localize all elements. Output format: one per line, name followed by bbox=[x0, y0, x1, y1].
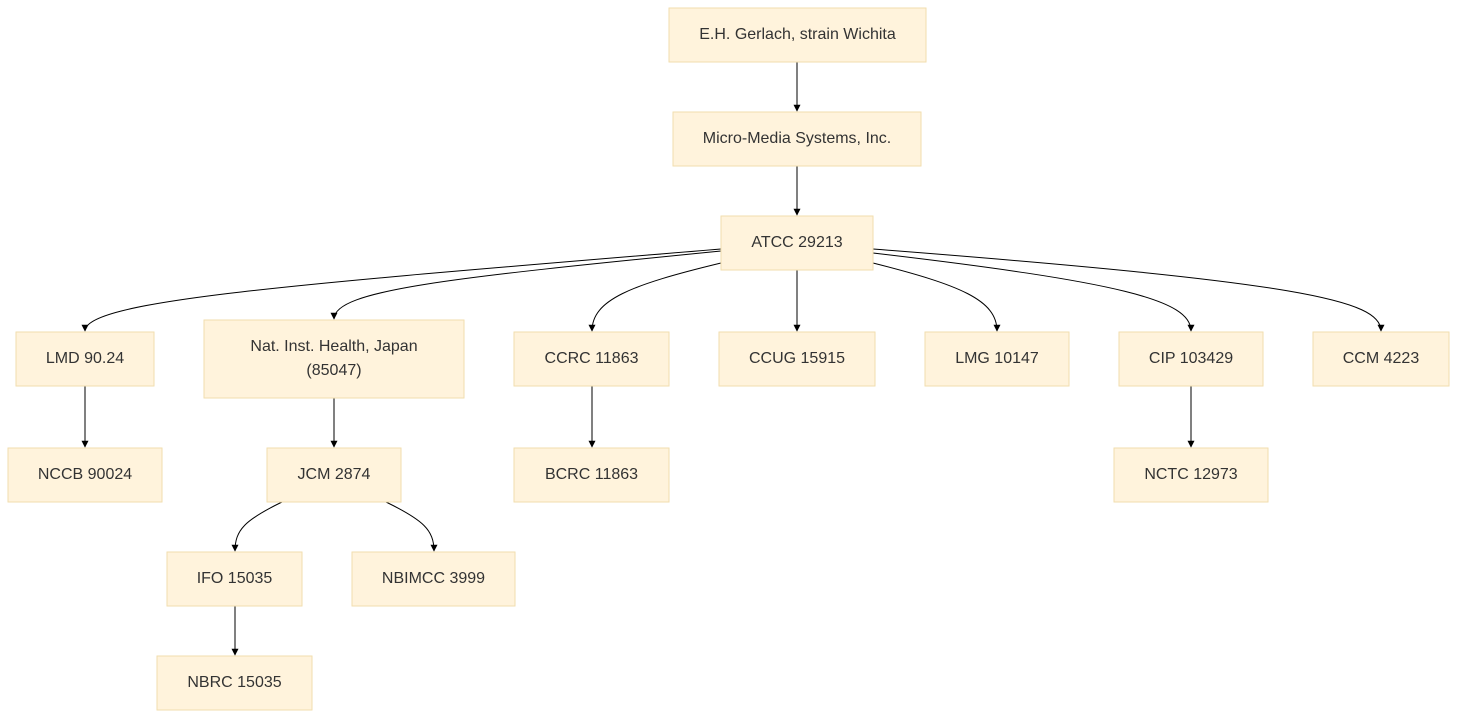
edge-atcc-to-nih bbox=[330, 250, 722, 320]
node-label: Micro-Media Systems, Inc. bbox=[703, 130, 891, 147]
edge-atcc-to-ccrc bbox=[588, 262, 722, 332]
node-label: LMG 10147 bbox=[955, 350, 1039, 367]
node-box bbox=[351, 551, 516, 607]
node-box bbox=[1118, 331, 1264, 387]
node-box bbox=[668, 7, 927, 63]
node-jcm: JCM 2874 bbox=[266, 447, 402, 503]
node-label: CCUG 15915 bbox=[749, 350, 845, 367]
node-box bbox=[266, 447, 402, 503]
edges-layer bbox=[81, 62, 1385, 656]
node-box bbox=[1113, 447, 1269, 503]
node-box bbox=[1312, 331, 1450, 387]
node-box bbox=[166, 551, 303, 607]
node-box bbox=[924, 331, 1070, 387]
node-ccug: CCUG 15915 bbox=[718, 331, 876, 387]
node-lmg: LMG 10147 bbox=[924, 331, 1070, 387]
node-micromedia: Micro-Media Systems, Inc. bbox=[672, 111, 922, 167]
edge-jcm-to-ifo bbox=[231, 501, 283, 552]
node-label: IFO 15035 bbox=[197, 570, 273, 587]
node-box bbox=[672, 111, 922, 167]
node-box bbox=[720, 215, 874, 271]
node-box bbox=[718, 331, 876, 387]
node-label: (85047) bbox=[306, 362, 361, 379]
node-label: CIP 103429 bbox=[1149, 350, 1233, 367]
node-label: LMD 90.24 bbox=[46, 350, 124, 367]
edge-atcc-to-cip bbox=[872, 252, 1195, 332]
node-box bbox=[7, 447, 163, 503]
node-nbimcc: NBIMCC 3999 bbox=[351, 551, 516, 607]
node-label: CCM 4223 bbox=[1343, 350, 1420, 367]
node-label: NCTC 12973 bbox=[1144, 466, 1237, 483]
edge-atcc-to-lmd bbox=[81, 248, 722, 332]
edge-atcc-to-ccm bbox=[872, 248, 1385, 332]
node-box bbox=[203, 319, 465, 399]
node-gerlach: E.H. Gerlach, strain Wichita bbox=[668, 7, 927, 63]
nodes-layer: E.H. Gerlach, strain WichitaMicro-Media … bbox=[7, 7, 1450, 711]
node-box bbox=[156, 655, 313, 711]
node-nctc: NCTC 12973 bbox=[1113, 447, 1269, 503]
node-label: JCM 2874 bbox=[298, 466, 371, 483]
node-label: Nat. Inst. Health, Japan bbox=[250, 338, 417, 355]
node-nih: Nat. Inst. Health, Japan (85047) bbox=[203, 319, 465, 399]
node-ccrc: CCRC 11863 bbox=[513, 331, 670, 387]
node-label: E.H. Gerlach, strain Wichita bbox=[699, 26, 896, 43]
node-nccb: NCCB 90024 bbox=[7, 447, 163, 503]
node-label: NCCB 90024 bbox=[38, 466, 132, 483]
node-ifo: IFO 15035 bbox=[166, 551, 303, 607]
node-bcrc: BCRC 11863 bbox=[513, 447, 670, 503]
node-nbrc: NBRC 15035 bbox=[156, 655, 313, 711]
node-label: BCRC 11863 bbox=[545, 466, 638, 483]
node-box bbox=[513, 331, 670, 387]
node-atcc: ATCC 29213 bbox=[720, 215, 874, 271]
node-box bbox=[513, 447, 670, 503]
node-label: CCRC 11863 bbox=[545, 350, 639, 367]
node-ccm: CCM 4223 bbox=[1312, 331, 1450, 387]
node-box bbox=[15, 331, 155, 387]
node-lmd: LMD 90.24 bbox=[15, 331, 155, 387]
edge-atcc-to-lmg bbox=[872, 262, 1001, 332]
node-label: ATCC 29213 bbox=[751, 234, 842, 251]
node-cip: CIP 103429 bbox=[1118, 331, 1264, 387]
node-label: NBIMCC 3999 bbox=[382, 570, 485, 587]
edge-jcm-to-nbimcc bbox=[385, 501, 438, 552]
node-label: NBRC 15035 bbox=[187, 674, 281, 691]
